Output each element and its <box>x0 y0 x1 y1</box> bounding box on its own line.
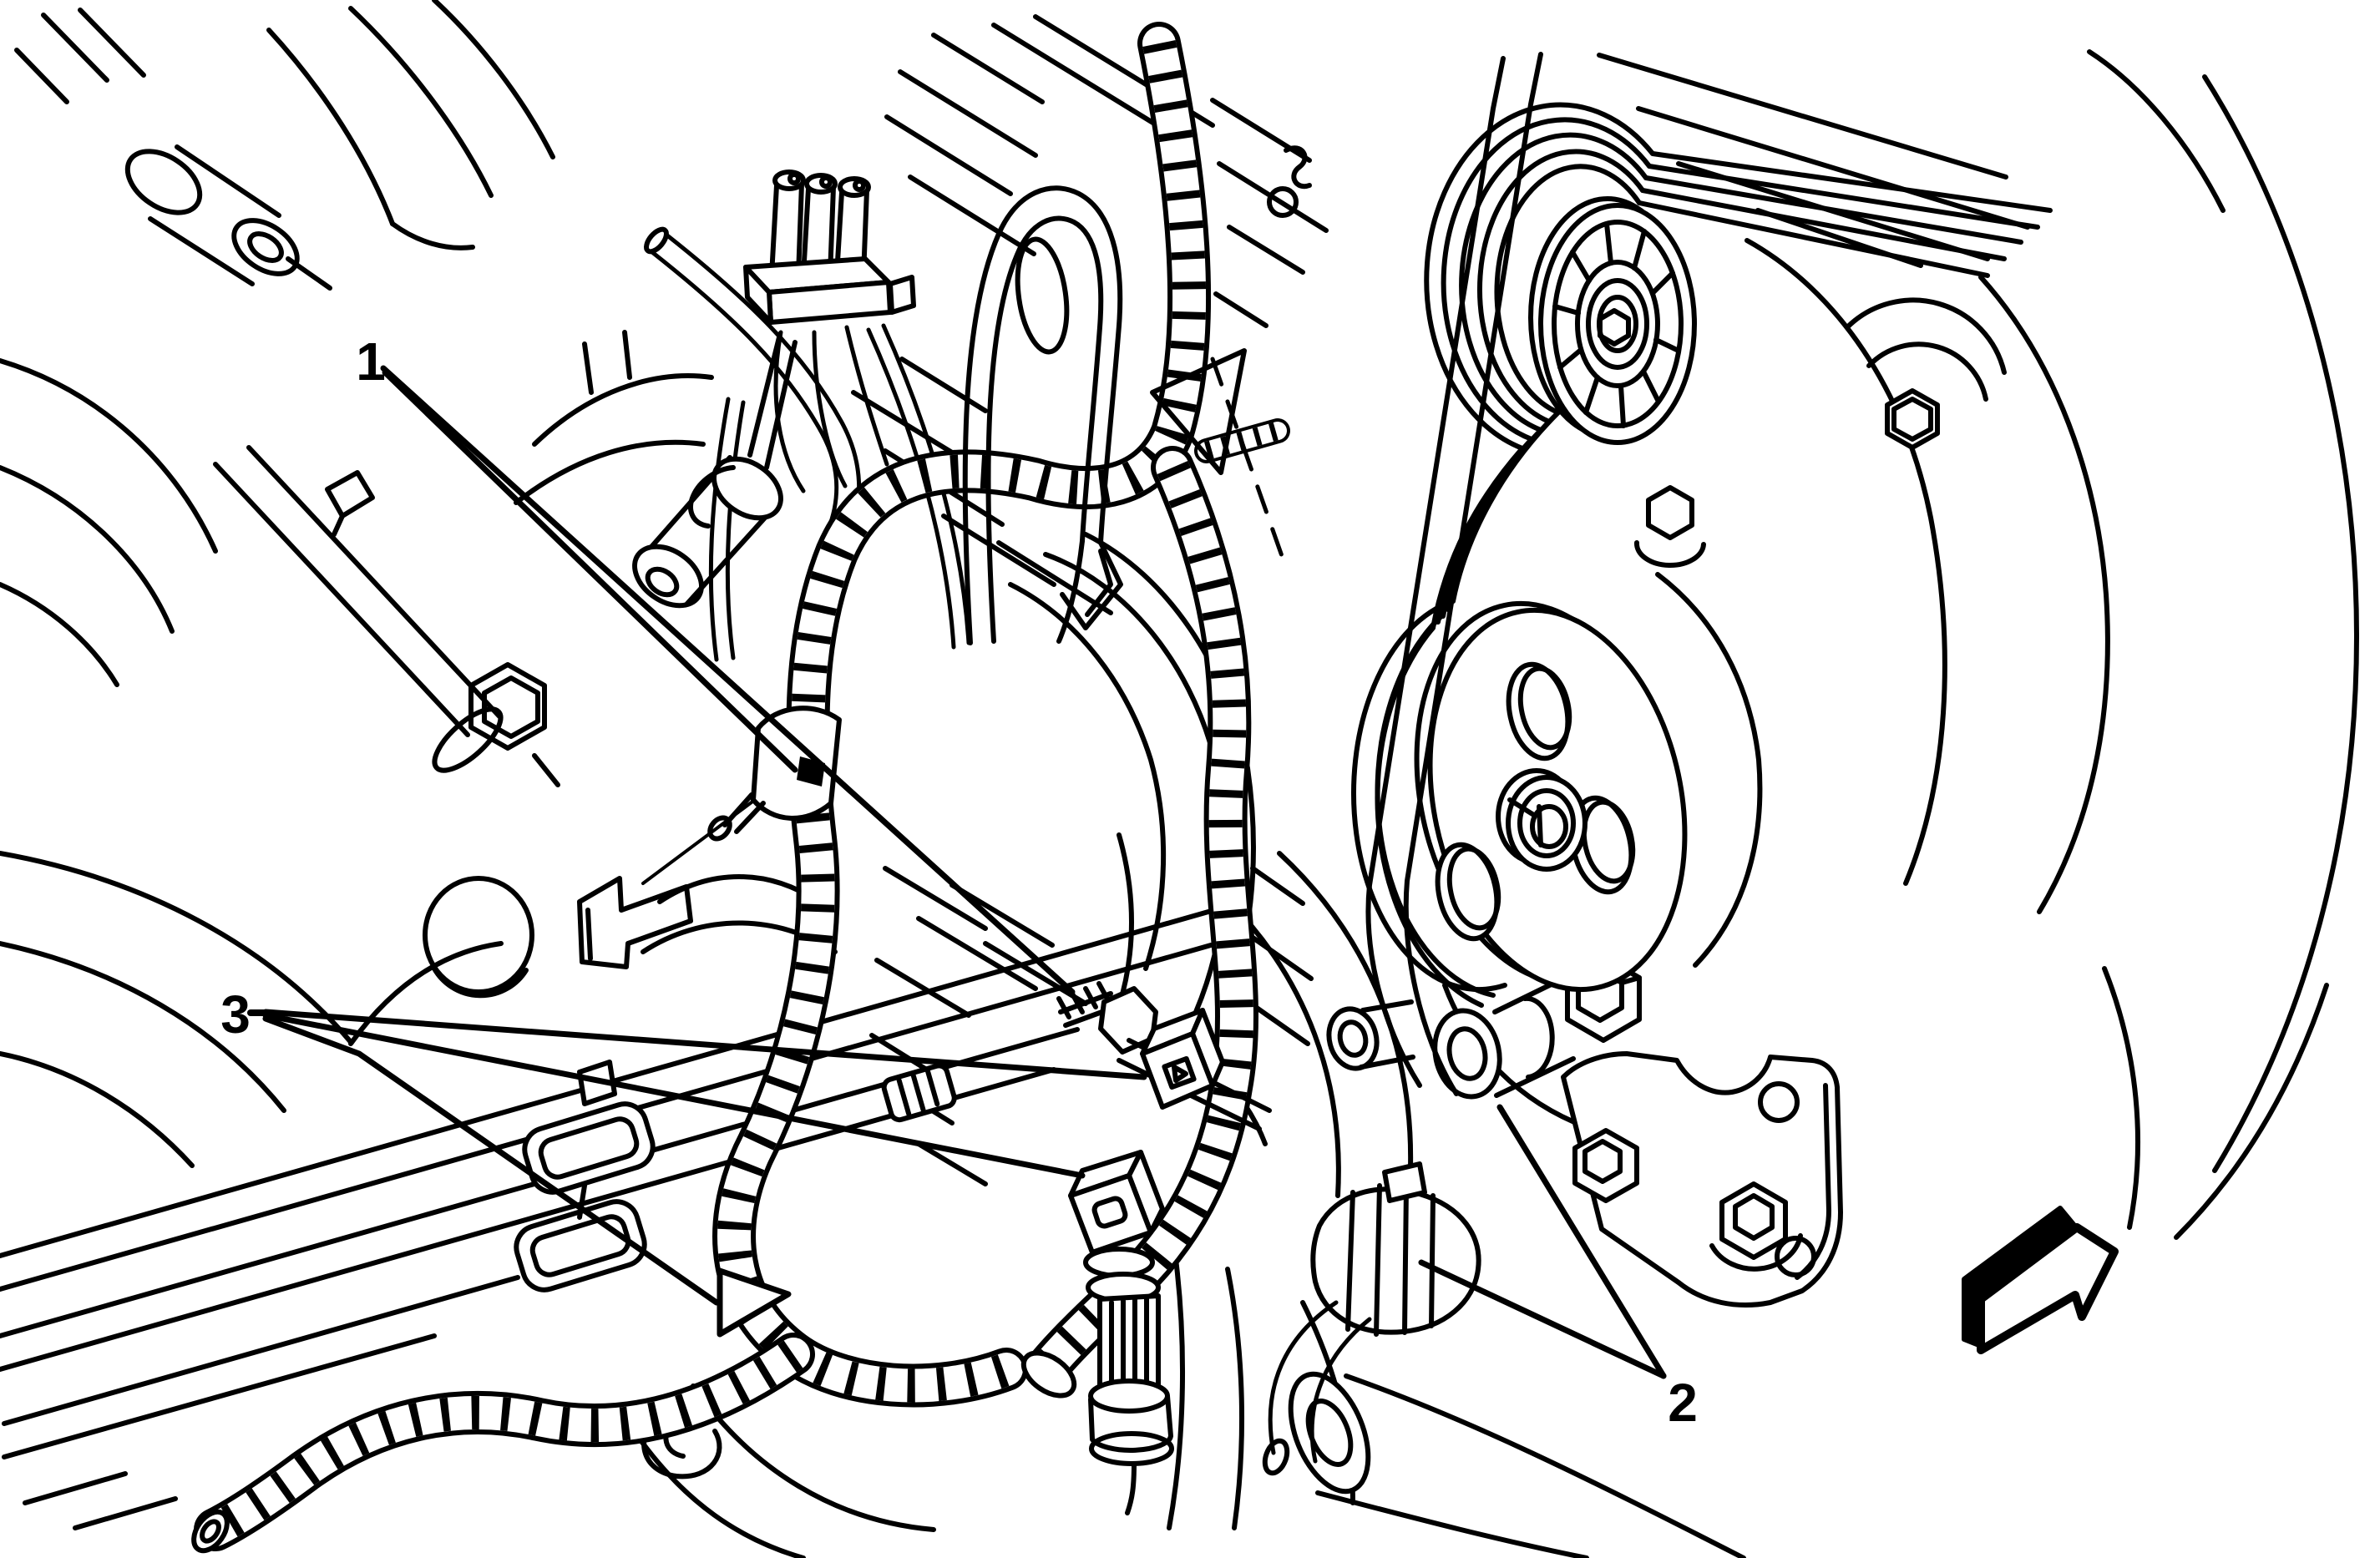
oil-pressure-connector <box>1262 1161 1481 1476</box>
callout-3-label: 3 <box>220 984 251 1045</box>
hollow-arrowhead <box>717 1267 792 1338</box>
engine-block-right-edges <box>1442 49 2359 1240</box>
pump-body-and-pipe <box>634 1250 1746 1558</box>
harness-clamp <box>707 706 842 842</box>
belt-tensioner-pulley <box>1528 196 1697 445</box>
mounting-bracket-plate <box>1561 1051 1843 1308</box>
callout-2-label: 2 <box>1668 1373 1698 1433</box>
left-pipe-and-nut <box>213 445 560 787</box>
sensor-connector-a <box>1140 1008 1225 1110</box>
sensor-connector-b <box>1068 1150 1174 1515</box>
callout-1-label: 1 <box>356 331 386 392</box>
callout-2-leader-lines <box>1418 1104 1667 1379</box>
bracket-loop <box>962 185 1123 645</box>
wiring-harness-conduit <box>191 43 1312 1554</box>
three-wire-connector <box>743 169 916 325</box>
solenoid-cylinder <box>632 331 798 609</box>
callout-3-leader-lines <box>247 1009 1147 1338</box>
engine-block-left-edges <box>0 0 714 1168</box>
power-steering-pulley <box>1414 600 1688 993</box>
serpentine-belt <box>1350 52 2053 1096</box>
ignition-coil-cylinder <box>124 144 375 537</box>
direction-arrow-icon <box>1962 1206 2119 1354</box>
callout-1-leader-lines <box>380 365 1076 995</box>
